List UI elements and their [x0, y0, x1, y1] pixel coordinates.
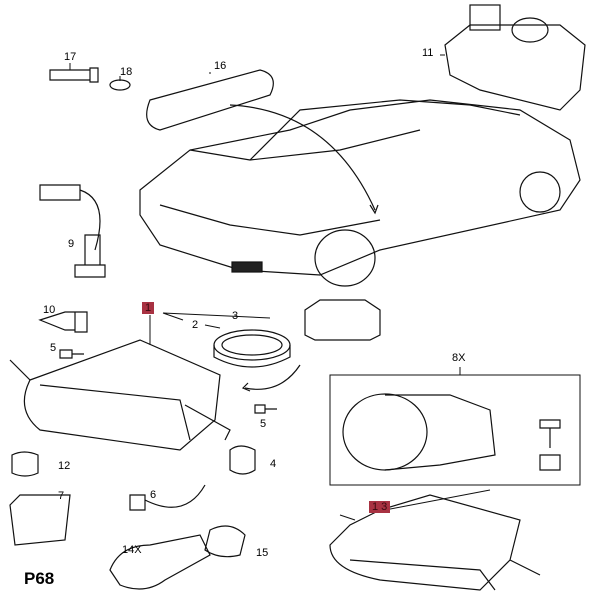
group-label-8x: 8X: [452, 352, 466, 364]
callout-16[interactable]: 16: [214, 60, 227, 72]
callout-6[interactable]: 6: [150, 489, 157, 501]
diagram-title: P68: [24, 569, 55, 588]
callout-12[interactable]: 12: [58, 460, 71, 472]
callout-15[interactable]: 15: [256, 547, 269, 559]
callout-17[interactable]: 17: [64, 51, 77, 63]
callout-4[interactable]: 4: [270, 458, 277, 470]
side-marker-lamp: [146, 69, 274, 131]
callout-5-left[interactable]: 5: [50, 342, 57, 354]
fog-lamp-rear: [444, 24, 586, 111]
callout-10[interactable]: 10: [43, 304, 56, 316]
callout-5-right[interactable]: 5: [260, 418, 267, 430]
callout-7[interactable]: 7: [58, 490, 65, 502]
callout-1-highlighted[interactable]: 1: [142, 302, 155, 314]
front-fog-lamp-assembly: [23, 339, 221, 451]
car-illustration: [139, 99, 581, 287]
callout-14x[interactable]: 14X: [122, 544, 142, 556]
callout-9[interactable]: 9: [68, 238, 75, 250]
callout-18[interactable]: 18: [120, 66, 133, 78]
callout-2[interactable]: 2: [192, 319, 199, 331]
callout-13-highlighted[interactable]: 1 3: [369, 501, 391, 513]
callout-3[interactable]: 3: [232, 310, 239, 322]
callout-11[interactable]: 11: [422, 47, 434, 59]
front-fog-lamp-right: [329, 494, 521, 591]
